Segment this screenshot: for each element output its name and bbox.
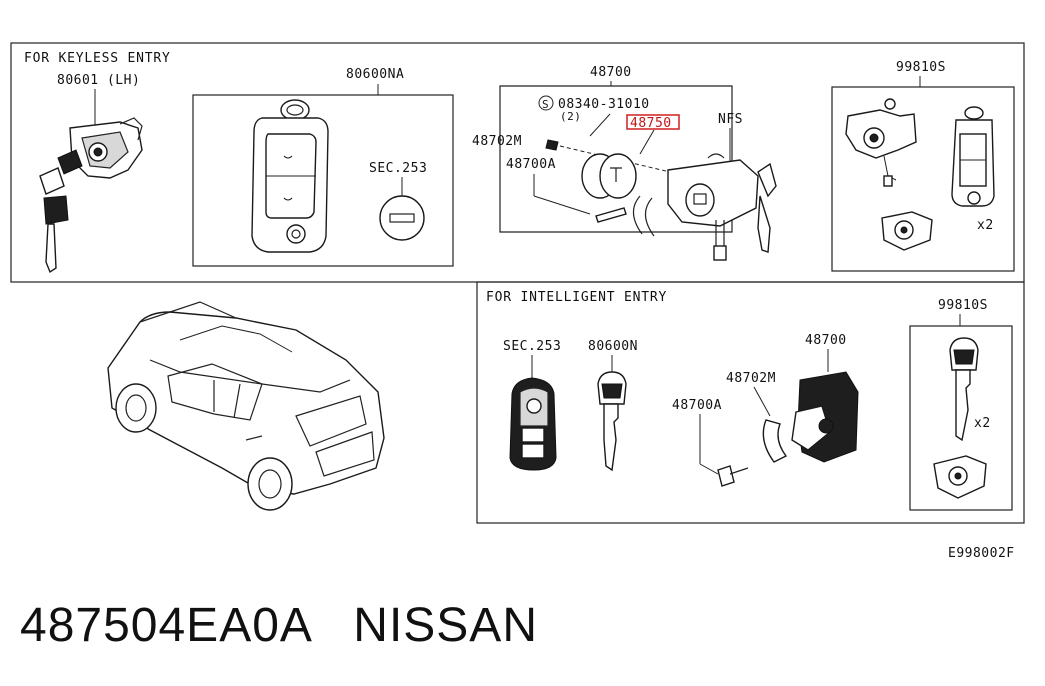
ignition-cylinder-keyless xyxy=(545,139,777,261)
battery-icon xyxy=(379,195,425,241)
ignition-unit-intelligent xyxy=(717,371,859,487)
intelligent-section-title: FOR INTELLIGENT ENTRY xyxy=(486,290,667,305)
label-sec253-intelligent: SEC.253 xyxy=(503,339,561,354)
diagram-canvas: FOR KEYLESS ENTRY 80601 (LH) 80600NA SEC… xyxy=(10,42,1025,561)
label-99810s-keyless: 99810S xyxy=(896,60,946,75)
highlight-48750 xyxy=(626,114,680,130)
keyless-section-title: FOR KEYLESS ENTRY xyxy=(24,51,171,66)
label-qty-intelligent: x2 xyxy=(974,416,991,431)
label-screw-code: 08340-31010 xyxy=(558,97,650,112)
label-sec253-keyless: SEC.253 xyxy=(369,161,427,176)
label-48700a-intelligent: 48700A xyxy=(672,398,722,413)
key-blank xyxy=(597,371,627,472)
label-48700-keyless: 48700 xyxy=(590,65,632,80)
label-48700-intelligent: 48700 xyxy=(805,333,847,348)
set-kit-parts-intelligent xyxy=(933,337,987,499)
diagram-code: E998002F xyxy=(948,546,1015,561)
screw-spec: S 08340-31010 (2) xyxy=(538,95,650,137)
label-48700a-keyless: 48700A xyxy=(506,157,556,172)
vehicle-illustration xyxy=(107,301,385,511)
set-kit-parts-keyless xyxy=(845,98,995,251)
intelligent-section-frame xyxy=(476,281,1025,524)
label-80600na: 80600NA xyxy=(346,67,404,82)
door-lock-cylinder-lh: 80601 (LH) xyxy=(39,73,143,274)
svg-text:S: S xyxy=(542,98,549,111)
fob-kit-frame xyxy=(192,94,454,267)
part-number-caption: 487504EA0A NISSAN xyxy=(20,599,538,652)
label-80600n: 80600N xyxy=(588,339,638,354)
label-qty-keyless: x2 xyxy=(977,218,994,233)
label-80601-lh: 80601 (LH) xyxy=(57,73,140,88)
label-99810s-intelligent: 99810S xyxy=(938,298,988,313)
intelligent-key-fob xyxy=(509,377,557,471)
set-kit-frame-intelligent xyxy=(909,325,1013,511)
label-48702m-intelligent: 48702M xyxy=(726,371,776,386)
label-screw-qty: (2) xyxy=(560,110,581,123)
folding-key-fob xyxy=(251,99,329,253)
label-48750: 48750 xyxy=(630,116,672,131)
label-nfs: NFS xyxy=(718,112,743,127)
ignition-kit-frame xyxy=(499,85,733,233)
label-48702m-keyless: 48702M xyxy=(472,134,522,149)
set-kit-frame-keyless xyxy=(831,86,1015,272)
